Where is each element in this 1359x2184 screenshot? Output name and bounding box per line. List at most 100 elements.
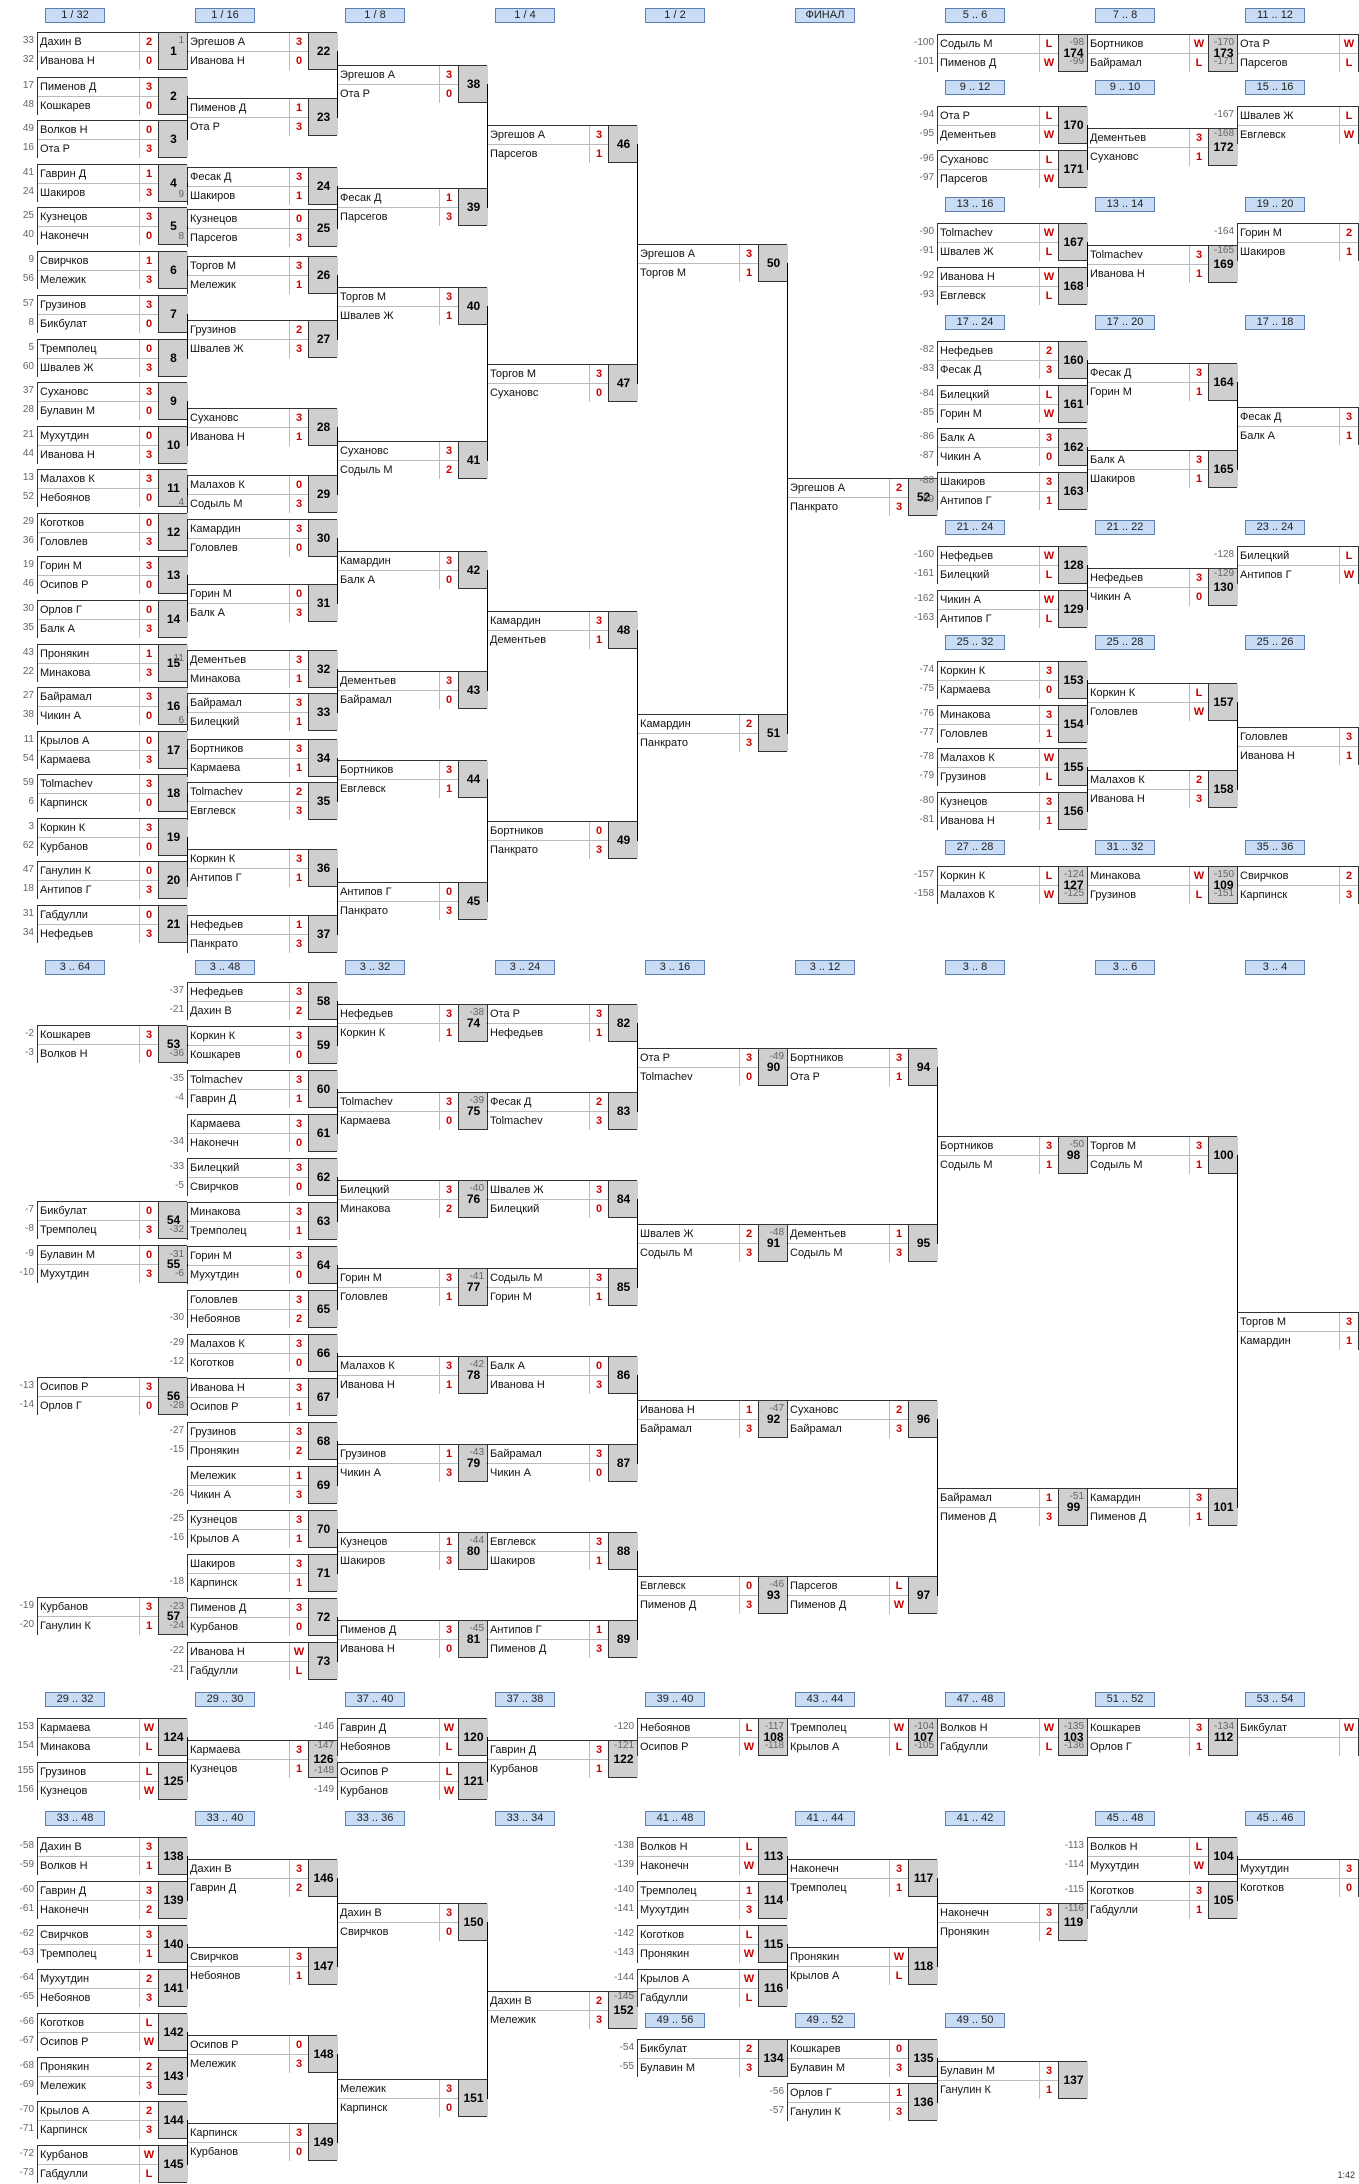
player-name[interactable]: Горин М <box>488 1287 591 1306</box>
player-name[interactable]: Евглевск <box>638 1577 741 1595</box>
player-name[interactable]: Нефедьев <box>338 1005 441 1023</box>
player-name[interactable]: Содыль М <box>938 35 1041 53</box>
player-name[interactable]: Ота Р <box>188 117 291 136</box>
player-name[interactable]: Бортников <box>788 1049 891 1067</box>
player-name[interactable]: Небоянов <box>188 1309 291 1328</box>
player-name[interactable]: Мележик <box>338 2080 441 2098</box>
player-name[interactable]: Пронякин <box>938 1922 1041 1941</box>
match-box[interactable]: Торгов МКамардин31102 <box>1237 1312 1359 1350</box>
player-name[interactable]: Крылов А <box>638 1970 741 1988</box>
player-name[interactable]: Балк А <box>188 603 291 622</box>
player-name[interactable]: Минакова <box>1088 867 1191 885</box>
player-name[interactable]: Панкрато <box>638 733 741 752</box>
player-name[interactable]: Антипов Г <box>938 609 1041 628</box>
player-name[interactable]: Шакиров <box>38 183 141 202</box>
player-name[interactable]: Пронякин <box>188 1441 291 1460</box>
player-name[interactable]: Крылов А <box>38 732 141 750</box>
player-name[interactable]: Дахин В <box>38 33 141 51</box>
player-name[interactable]: Габдулли <box>188 1661 291 1680</box>
player-name[interactable]: Кармаева <box>188 758 291 777</box>
player-name[interactable]: Грузинов <box>38 296 141 314</box>
player-name[interactable]: Tolmachev <box>188 783 291 801</box>
player-name[interactable]: Содыль М <box>638 1243 741 1262</box>
player-name[interactable]: Билецкий <box>1238 547 1341 565</box>
player-name[interactable]: Минакова <box>188 669 291 688</box>
player-name[interactable]: Фесак Д <box>1238 408 1341 426</box>
player-name[interactable]: Волков Н <box>1088 1838 1191 1856</box>
player-name[interactable]: Швалев Ж <box>38 358 141 377</box>
player-name[interactable]: Содыль М <box>338 460 441 479</box>
player-name[interactable]: Грузинов <box>188 321 291 339</box>
player-name[interactable]: Кошкарев <box>788 2040 891 2058</box>
player-name[interactable]: Парсегов <box>1238 53 1341 72</box>
player-name[interactable]: Орлов Г <box>38 601 141 619</box>
player-name[interactable]: Антипов Г <box>38 880 141 899</box>
player-name[interactable]: Швалев Ж <box>188 339 291 358</box>
match-box[interactable]: Горин МШакиров21131 <box>1237 223 1359 261</box>
player-name[interactable]: Иванова Н <box>1238 746 1341 765</box>
player-name[interactable]: Ота Р <box>638 1049 741 1067</box>
player-name[interactable]: Ота Р <box>1238 35 1341 53</box>
player-name[interactable]: Антипов Г <box>488 1621 591 1639</box>
player-name[interactable]: Волков Н <box>38 1044 141 1063</box>
player-name[interactable]: Фесак Д <box>938 360 1041 379</box>
player-name[interactable]: Фесак Д <box>188 168 291 186</box>
player-name[interactable]: Парсегов <box>338 207 441 226</box>
player-name[interactable]: Иванова Н <box>188 51 291 70</box>
player-name[interactable]: Содыль М <box>188 494 291 513</box>
player-name[interactable]: Tolmachev <box>338 1093 441 1111</box>
player-name[interactable]: Тремполец <box>38 340 141 358</box>
player-name[interactable]: Фесак Д <box>338 189 441 207</box>
player-name[interactable]: Волков Н <box>38 1856 141 1875</box>
player-name[interactable]: Коркин К <box>938 867 1041 885</box>
player-name[interactable]: Осипов Р <box>38 2032 141 2051</box>
player-name[interactable]: Коркин К <box>188 850 291 868</box>
player-name[interactable]: Билецкий <box>938 386 1041 404</box>
player-name[interactable]: Шакиров <box>938 473 1041 491</box>
player-name[interactable]: Тремполец <box>638 1882 741 1900</box>
player-name[interactable]: Бортников <box>938 1137 1041 1155</box>
player-name[interactable]: Мухутдин <box>1238 1860 1341 1878</box>
player-name[interactable]: Мележик <box>488 2010 591 2029</box>
player-name[interactable]: Головлев <box>188 1291 291 1309</box>
player-name[interactable]: Байрамал <box>638 1419 741 1438</box>
player-name[interactable]: Горин М <box>338 1269 441 1287</box>
player-name[interactable]: Малахов К <box>938 885 1041 904</box>
player-name[interactable]: Свирчков <box>38 252 141 270</box>
